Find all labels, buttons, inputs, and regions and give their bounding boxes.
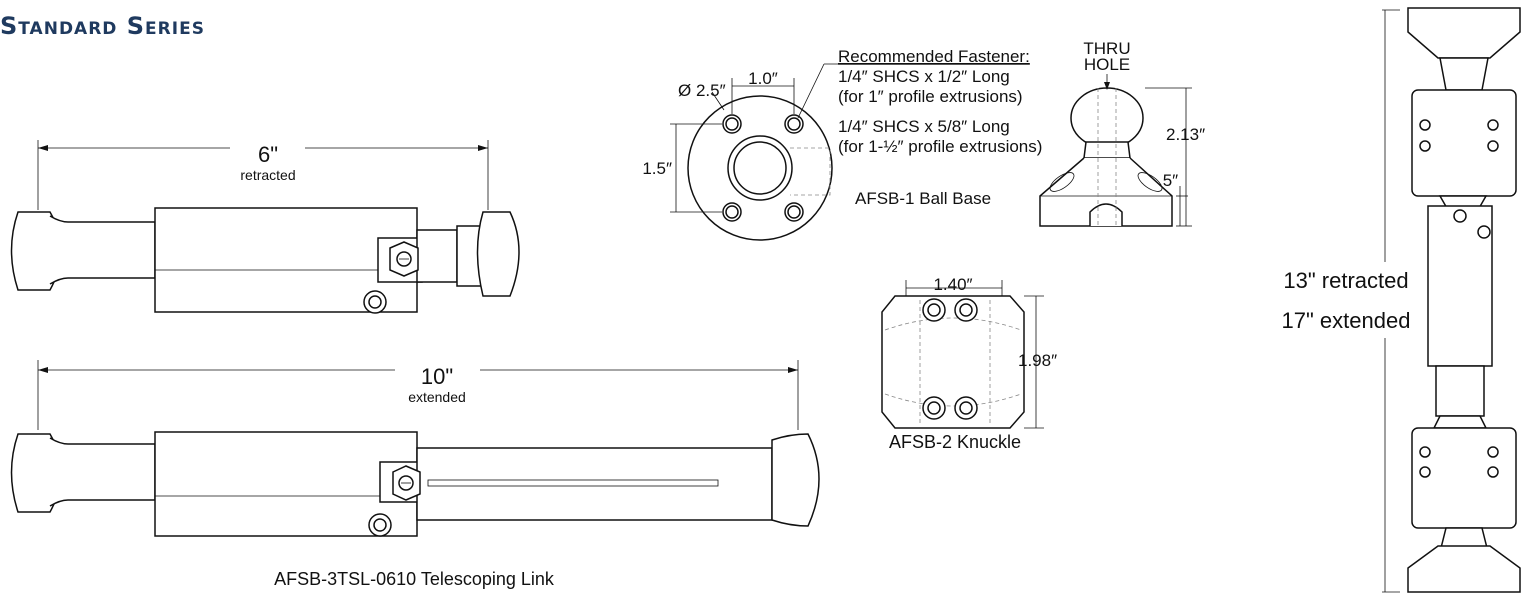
diameter-label: Ø 2.5″ [678,81,726,100]
retracted-dimension: 6" [258,142,278,167]
knuckle-width-label: 1.40″ [933,275,972,294]
extended-dimension: 10" [421,364,453,389]
thru-label-line1: THRU [1083,39,1130,58]
knuckle-height-label: 1.98″ [1018,351,1057,370]
fastener-line-2: (for 1″ profile extrusions) [838,87,1023,106]
telescoping-link-retracted [10,140,520,314]
ball-base-caption: AFSB-1 Ball Base [855,189,991,208]
fastener-line-4: (for 1-½″ profile extrusions) [838,137,1042,156]
assembly-view [1382,7,1521,593]
knuckle-view [881,280,1044,429]
thru-label-line2: HOLE [1084,55,1130,74]
retracted-note: retracted [240,167,295,183]
total-height-label: 2.13″ [1166,125,1205,144]
knuckle-caption: AFSB-2 Knuckle [889,432,1021,452]
telescoping-link-extended [10,360,820,537]
assembly-extended-label: 17" extended [1282,308,1411,333]
telescoping-link-caption: AFSB-3TSL-0610 Telescoping Link [274,569,555,589]
ball-base-top-view [670,63,846,241]
extended-note: extended [408,389,466,405]
fastener-line-3: 1/4″ SHCS x 5/8″ Long [838,117,1010,136]
series-heading: Standard Series [0,12,205,40]
ball-base-side-view [1039,74,1192,227]
base-height-label: 1.5″ [642,159,672,178]
hole-spacing-label: 1.0″ [748,69,778,88]
base-thickness-label: .5″ [1158,171,1178,190]
knuckle-screws [922,298,978,420]
assembly-retracted-label: 13" retracted [1283,268,1408,293]
fastener-title: Recommended Fastener: [838,47,1030,66]
fastener-line-1: 1/4″ SHCS x 1/2″ Long [838,67,1010,86]
